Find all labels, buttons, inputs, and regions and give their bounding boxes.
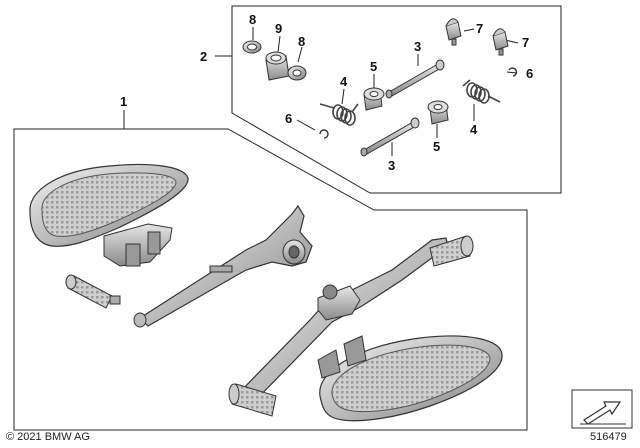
callout-2: 2 — [200, 49, 207, 64]
callout-1: 1 — [120, 94, 127, 109]
pivot-pin — [385, 59, 445, 99]
flange-bushing — [363, 87, 385, 111]
torsion-spring-2 — [462, 79, 501, 104]
leader-lines — [123, 27, 519, 156]
flange-bushing-2 — [427, 100, 449, 125]
shift-lever-bracket — [133, 204, 313, 328]
reference-box — [571, 389, 633, 429]
callout-6: 6 — [285, 111, 292, 126]
callout-5b: 5 — [433, 139, 440, 154]
group-frame-main — [13, 128, 528, 431]
torsion-spring — [319, 103, 359, 126]
cap-screw — [445, 18, 462, 46]
cap-screw-2 — [492, 28, 509, 56]
group-frame-hardware — [231, 5, 562, 194]
callout-8: 8 — [249, 12, 256, 27]
copyright-text: © 2021 BMW AG — [6, 431, 90, 443]
callout-9: 9 — [275, 21, 282, 36]
foot-peg-left — [65, 274, 121, 309]
callout-7b: 7 — [522, 35, 529, 50]
foot-peg-right-lower — [228, 383, 277, 417]
circlip — [319, 129, 329, 139]
callout-7: 7 — [476, 21, 483, 36]
callout-4: 4 — [340, 74, 348, 89]
bushing-ring — [242, 40, 262, 54]
callout-3b: 3 — [388, 158, 395, 173]
heel-toe-shifter — [234, 237, 449, 405]
ruler-arrow-icon — [583, 401, 622, 425]
floorboard-left — [29, 163, 189, 267]
callout-4b: 4 — [470, 122, 478, 137]
callout-8b: 8 — [298, 34, 305, 49]
pivot-pin-2 — [360, 117, 420, 157]
floorboard-right — [317, 335, 503, 422]
bushing-ring-2 — [287, 65, 307, 81]
callout-6b: 6 — [526, 66, 533, 81]
callout-5: 5 — [370, 59, 377, 74]
circlip-2 — [508, 67, 518, 77]
bushing-sleeve — [265, 51, 290, 81]
diagram-code: 516479 — [590, 431, 627, 443]
foot-peg-right-upper — [429, 235, 474, 267]
callout-3: 3 — [414, 39, 421, 54]
